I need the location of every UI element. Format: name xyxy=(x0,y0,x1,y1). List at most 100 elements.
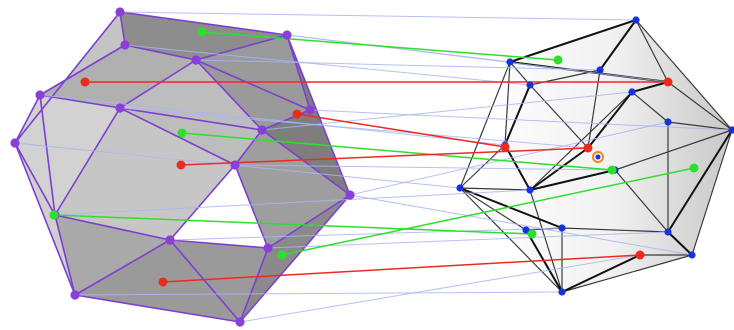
right-edge xyxy=(667,129,733,233)
left-vertex xyxy=(305,105,315,115)
right-vertex xyxy=(628,88,636,96)
left-edge xyxy=(169,239,269,249)
right-edge xyxy=(667,81,733,131)
left-edge xyxy=(14,142,56,216)
right-edge xyxy=(529,189,563,293)
left-vertex xyxy=(10,138,20,148)
left-vertex xyxy=(345,190,355,200)
left-vertex xyxy=(235,317,245,327)
green-match-point xyxy=(277,250,287,260)
right-polyhedron-edges xyxy=(459,19,733,293)
right-edge xyxy=(667,231,693,256)
right-vertex xyxy=(522,226,530,234)
green-match-line xyxy=(53,214,533,235)
left-edge xyxy=(234,164,269,249)
left-vertex xyxy=(230,160,240,170)
correspondence-line xyxy=(169,227,563,241)
red-match-line xyxy=(296,113,506,148)
left-polyhedron-edges xyxy=(14,11,351,323)
right-edge xyxy=(509,19,637,63)
green-match-line xyxy=(281,167,695,256)
right-edge xyxy=(459,187,527,231)
left-face-upper-mid xyxy=(40,45,196,108)
right-edge xyxy=(631,91,669,123)
left-vertex xyxy=(263,243,273,253)
right-vertex xyxy=(558,224,566,232)
left-edge xyxy=(14,142,76,296)
left-edge xyxy=(119,11,288,36)
left-face-lower-right xyxy=(235,130,350,248)
right-edge xyxy=(561,254,693,293)
red-match-line xyxy=(162,254,641,283)
left-edge xyxy=(234,129,263,166)
left-edge xyxy=(14,11,121,144)
right-edge xyxy=(614,169,669,233)
red-match-point xyxy=(663,77,673,87)
green-match-point xyxy=(49,210,59,220)
right-edge xyxy=(561,227,669,233)
correspondence-line xyxy=(195,59,601,71)
right-vertex xyxy=(456,184,464,192)
left-vertex xyxy=(257,125,267,135)
red-match-point xyxy=(176,160,186,170)
right-edge xyxy=(529,169,616,191)
right-edge xyxy=(587,69,601,149)
right-edge xyxy=(459,187,563,229)
correspondence-line xyxy=(54,189,531,216)
green-match-point xyxy=(689,163,699,173)
right-edge xyxy=(635,19,669,83)
red-match-point xyxy=(80,77,90,87)
right-vertex xyxy=(526,81,534,89)
right-edge xyxy=(691,129,733,256)
left-edge xyxy=(54,214,76,296)
right-edge xyxy=(504,61,511,146)
left-edge xyxy=(119,11,126,46)
red-match-line xyxy=(180,147,589,166)
left-edge xyxy=(119,107,263,131)
green-match-point xyxy=(177,128,187,138)
correspondence-line xyxy=(309,109,733,131)
left-edge xyxy=(74,294,241,323)
right-edge xyxy=(614,129,733,171)
right-vertex xyxy=(596,66,604,74)
left-edge xyxy=(54,214,171,241)
left-edge xyxy=(119,59,197,109)
correspondence-line xyxy=(119,107,589,149)
left-edge xyxy=(239,247,269,323)
correspondence-line xyxy=(234,164,616,171)
red-match-point xyxy=(635,250,645,260)
right-edge xyxy=(459,61,511,189)
correspondence-line xyxy=(74,291,563,296)
left-edge xyxy=(119,107,236,166)
left-face-mid-left xyxy=(15,95,120,215)
left-face-bottom-mid xyxy=(55,215,170,295)
right-vertex xyxy=(506,58,514,66)
left-vertex xyxy=(35,90,45,100)
right-vertex xyxy=(664,118,672,126)
left-edge xyxy=(169,164,236,241)
left-vertex xyxy=(120,40,130,50)
correspondence-lines xyxy=(14,11,733,323)
right-vertex xyxy=(664,228,672,236)
red-match-point xyxy=(292,109,302,119)
left-vertex xyxy=(282,30,292,40)
right-vertex xyxy=(558,288,566,296)
left-vertex xyxy=(70,290,80,300)
correspondence-line xyxy=(349,194,693,256)
green-match-point xyxy=(607,165,617,175)
highlighted-vertex-ring xyxy=(592,151,604,163)
left-edge xyxy=(39,44,126,96)
red-match-point xyxy=(583,143,593,153)
right-edge xyxy=(504,84,531,146)
left-edge xyxy=(195,59,311,111)
correspondence-line xyxy=(349,121,669,196)
correspondence-line xyxy=(124,44,531,86)
right-edge xyxy=(599,19,637,71)
left-vertex xyxy=(115,7,125,17)
right-edge xyxy=(504,144,531,191)
green-match-line xyxy=(181,132,613,171)
right-edge xyxy=(459,187,563,293)
correspondence-line xyxy=(267,231,669,249)
